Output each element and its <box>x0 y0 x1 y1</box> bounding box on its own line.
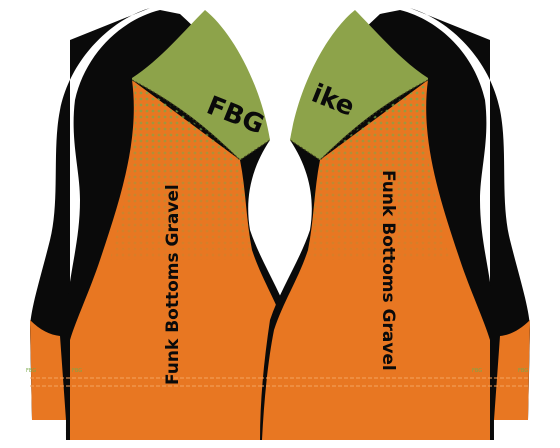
left-back-hem <box>30 320 66 420</box>
right-hem-text-2: FBG <box>518 368 528 374</box>
right-shoulder-olive <box>290 10 428 160</box>
left-shoulder-stitch <box>131 79 271 161</box>
left-vertical-text: Funk Bottoms Gravel <box>163 184 183 385</box>
left-panel <box>30 8 300 440</box>
right-back-hem <box>494 320 530 420</box>
left-hem-text: FBG <box>26 368 36 374</box>
right-dot-pattern <box>306 84 450 260</box>
right-vertical-text: Funk Bottoms Gravel <box>378 170 398 371</box>
right-hem-text: FBG <box>472 368 482 374</box>
left-dot-pattern <box>110 84 254 260</box>
right-panel <box>260 8 530 440</box>
left-shoulder-olive <box>132 10 270 160</box>
right-back-panel <box>410 8 530 420</box>
left-hem-text-2: FBG <box>72 368 82 374</box>
right-shoulder-stitch <box>289 79 429 161</box>
left-back-panel <box>30 8 150 420</box>
